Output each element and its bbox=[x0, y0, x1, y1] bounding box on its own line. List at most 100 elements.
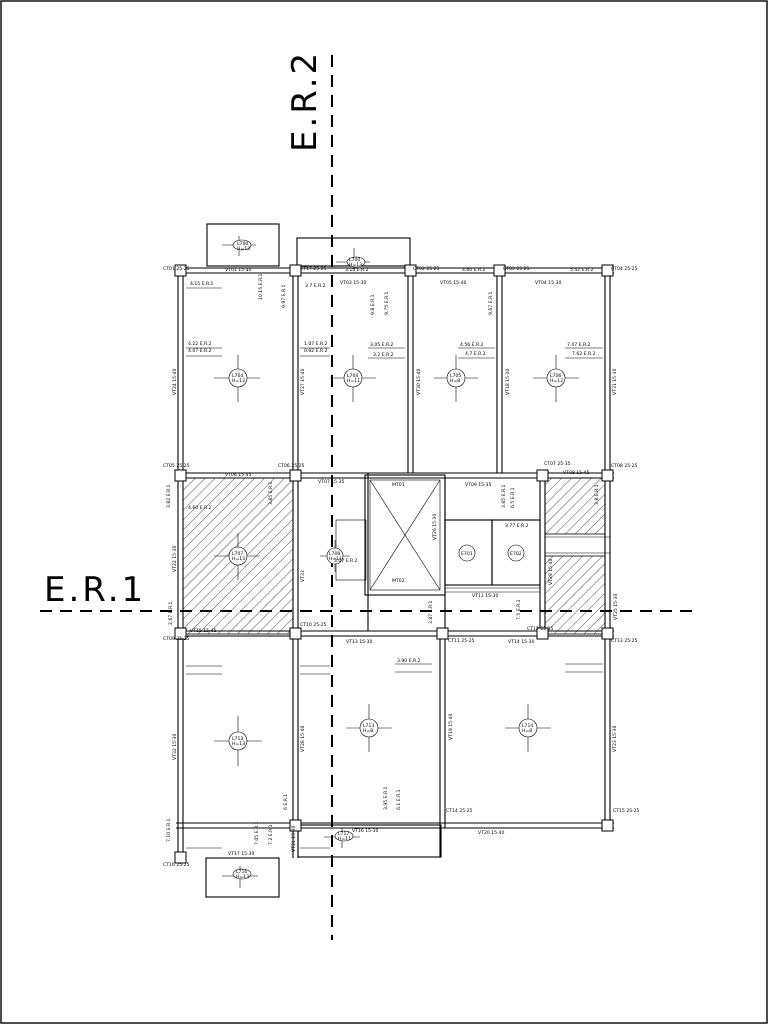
slab-name: L713 bbox=[232, 736, 243, 742]
beam-label: VT32 15·30 bbox=[172, 734, 178, 760]
dimension-label: 9.67 E.R.1 bbox=[488, 291, 494, 315]
dimension-label: 3.15 E.R.2 bbox=[345, 267, 369, 273]
slab-height: H=13 bbox=[237, 246, 250, 252]
dimension-label: 6.5 E.R.1 bbox=[510, 487, 516, 508]
slab-marker: L713 H=8 bbox=[346, 704, 392, 752]
dimension-label: 4.07 E.R.2 bbox=[188, 348, 212, 354]
slab-height: H=12 bbox=[232, 378, 245, 384]
slab-height: H=11 bbox=[338, 836, 351, 842]
dimension-label: 3.8 E.R.1 bbox=[594, 484, 600, 505]
beam-label: VT21 15·30 bbox=[291, 826, 297, 852]
slab-name: L706 bbox=[550, 373, 561, 379]
beam-label: VT03 15·30 bbox=[340, 280, 366, 286]
column-label: CT06 25·25 bbox=[278, 463, 305, 469]
beam-label: VT18 15·30 bbox=[505, 369, 511, 395]
dimension-labels: 4.15 E.R.1 10.15 E.R.1 9.97 E.R.1 4.22 E… bbox=[166, 267, 600, 845]
column-label: CT04 25·25 bbox=[611, 266, 638, 272]
beam-label: VT24 15·40 bbox=[172, 369, 178, 395]
slab-height: H=11 bbox=[329, 556, 342, 562]
beam-label: VT30 15·40 bbox=[416, 369, 422, 395]
slab-height: H=13 bbox=[236, 874, 249, 880]
elevator-label: MT01 bbox=[392, 482, 405, 488]
dimension-label: 7.2 E.R.1 bbox=[268, 824, 274, 845]
hatched-slab-right-top bbox=[544, 477, 606, 535]
slab-height: H=12 bbox=[550, 378, 563, 384]
slab-marker: L700 H=13 bbox=[222, 236, 256, 256]
column-label: CT07 25·35 bbox=[544, 461, 571, 467]
slab-name: L713 bbox=[363, 723, 374, 729]
dimension-label: 3.82 E.R.1 bbox=[166, 484, 172, 508]
column-label: CT11 25·25 bbox=[448, 638, 475, 644]
dimension-label: 4.22 E.R.2 bbox=[188, 341, 212, 347]
elevator-label: MT02 bbox=[392, 578, 405, 584]
column-label: CT17 25·25 bbox=[300, 266, 327, 272]
dimension-label: 10.15 E.R.1 bbox=[258, 274, 264, 300]
slab-marker: L704 H=11 bbox=[330, 355, 376, 402]
slab-marker: L706 H=12 bbox=[533, 355, 579, 402]
beam-label: VT29 15·40 bbox=[548, 559, 554, 585]
dimension-label: 3.87 E.R.1 bbox=[428, 600, 434, 624]
stair-marker: E701 bbox=[458, 544, 476, 562]
beam-grid bbox=[176, 267, 614, 858]
slab-name: L700 bbox=[237, 241, 248, 247]
section-label-er2: E.R.2 bbox=[285, 50, 325, 152]
slab-height: H=13 bbox=[232, 556, 245, 562]
dimension-label: 2.67 E.R.1 bbox=[168, 601, 174, 625]
slab-name: L704 bbox=[232, 373, 243, 379]
dimension-label: 3.07 E.R.2 bbox=[334, 558, 358, 564]
beam-label: VT13 15·30 bbox=[346, 639, 372, 645]
dimension-label: 3.85 E.R.1 bbox=[268, 481, 274, 505]
dimension-label: 4.7 E.R.2 bbox=[465, 351, 486, 357]
beam-label: VT08 15·45 bbox=[563, 470, 589, 476]
beam-label: VT23 15·30 bbox=[612, 726, 618, 752]
slab-marker: L707 H=13 bbox=[214, 533, 260, 580]
column-label: CT10 25·25 bbox=[300, 622, 327, 628]
slab-marker: L717 H=11 bbox=[324, 828, 360, 848]
beam-label: VT07 15·35 bbox=[318, 479, 344, 485]
beam-labels: VT01 15·30 VT03 15·30 VT05 15·40 VT04 15… bbox=[172, 267, 619, 857]
slab-name: L716 bbox=[236, 869, 247, 875]
slab-marker: L704 H=12 bbox=[214, 355, 260, 402]
slab-name: L717 bbox=[338, 831, 349, 837]
slab-marker: L714 H=8 bbox=[505, 704, 551, 752]
beam-label: VT16 15·30 bbox=[352, 828, 378, 834]
dimension-label: 3.05 E.R.2 bbox=[370, 342, 394, 348]
dimension-label: 4.15 E.R.1 bbox=[190, 281, 214, 287]
beam-label: VT01 15·30 bbox=[225, 267, 251, 273]
column-label: CT15 25·25 bbox=[613, 808, 640, 814]
dimension-label: 6 E.R.1 bbox=[283, 794, 289, 810]
column-label: CT01 25·25 bbox=[163, 266, 190, 272]
dimension-label: 4.56 E.R.2 bbox=[460, 342, 484, 348]
slab-height: H=8 bbox=[450, 378, 460, 384]
stair-label: E701 bbox=[461, 551, 473, 557]
slab-marker: L713 H=13 bbox=[214, 716, 262, 766]
beam-label: VT22 15·30 bbox=[172, 546, 178, 572]
dimension-label: 4.60 E.R.2 bbox=[462, 267, 486, 273]
column-label: CT09 25·25 bbox=[163, 636, 190, 642]
column-label: CT14 25·25 bbox=[446, 808, 473, 814]
dimension-label: 3.77 E.R.2 bbox=[505, 523, 529, 529]
beam-label: VT19 15·40 bbox=[448, 714, 454, 740]
slab-name: L707 bbox=[232, 551, 243, 557]
dimension-label: 3.95 E.R.1 bbox=[383, 786, 389, 810]
dimension-label: 4.60 E.R.2 bbox=[188, 505, 212, 511]
dimension-label: 3.2 E.R.2 bbox=[373, 352, 394, 358]
slab-name: L705 bbox=[450, 373, 461, 379]
slab-name: L708 bbox=[329, 551, 340, 557]
dimension-label: 3.85 E.R.1 bbox=[501, 484, 507, 508]
beam-label: VT20 15·40 bbox=[478, 830, 504, 836]
dimension-label: 7.47 E.R.2 bbox=[567, 342, 591, 348]
slab-name: L704 bbox=[347, 373, 358, 379]
column-label: CT02 25·25 bbox=[413, 266, 440, 272]
dimension-label: 5.42 E.R.2 bbox=[570, 267, 594, 273]
column-label: CT05 25·25 bbox=[163, 463, 190, 469]
beam-label: VT27 15·40 bbox=[300, 369, 306, 395]
beam-label: VT28 15·40 bbox=[300, 726, 306, 752]
dimension-label: 7.10 E.R.1 bbox=[166, 818, 172, 842]
dimension-label: 0.92 E.R.2 bbox=[304, 348, 328, 354]
dimension-label: 3.7 E.R.2 bbox=[305, 283, 326, 289]
slab-height: H=13 bbox=[349, 262, 362, 268]
beam-label: VT09 15·35 bbox=[465, 482, 491, 488]
dimension-label: 7.62 E.R.2 bbox=[572, 351, 596, 357]
